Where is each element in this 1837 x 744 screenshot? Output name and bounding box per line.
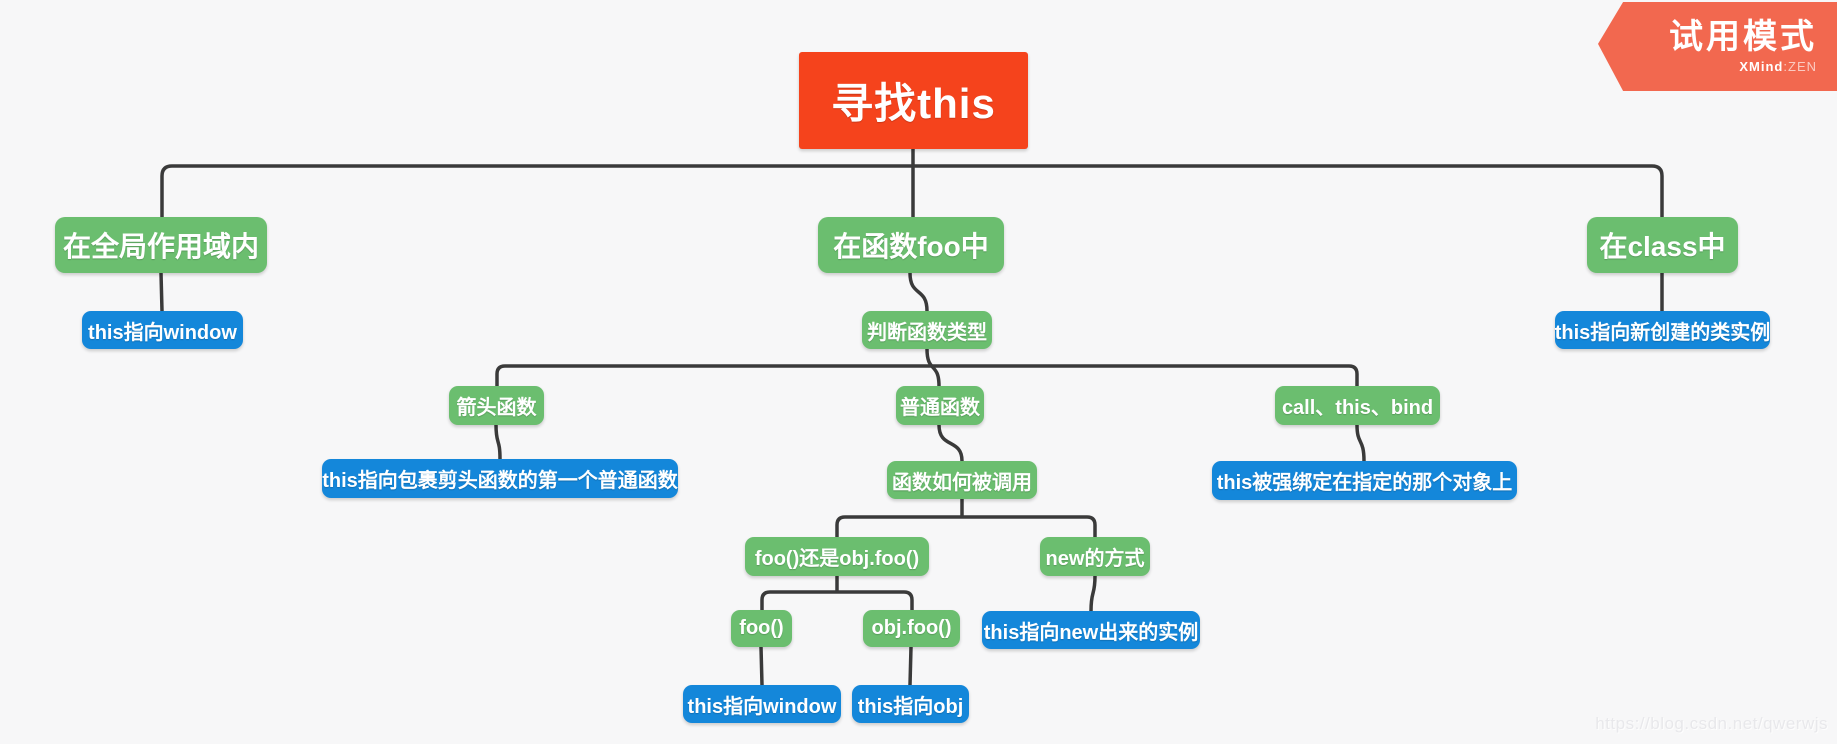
topic-judge-function-type[interactable]: 判断函数类型: [862, 311, 992, 349]
trial-mode-ribbon[interactable]: 试用模式 XMind:ZEN: [1598, 2, 1837, 91]
brand-zen: ZEN: [1788, 58, 1817, 74]
xmind-zen-logo: XMind:ZEN: [1739, 59, 1817, 74]
topic-this-points-class-instance[interactable]: this指向新创建的类实例: [1555, 311, 1770, 349]
topic-in-class[interactable]: 在class中: [1587, 217, 1738, 273]
topic-in-function-foo[interactable]: 在函数foo中: [818, 217, 1004, 273]
topic-new-way[interactable]: new的方式: [1040, 537, 1150, 576]
brand-xmind: XMind: [1739, 58, 1784, 74]
trial-mode-label: 试用模式: [1669, 18, 1817, 57]
topic-global-scope[interactable]: 在全局作用域内: [55, 217, 267, 273]
mindmap-root-topic[interactable]: 寻找this: [799, 52, 1028, 149]
topic-foo-call-result[interactable]: this指向window: [683, 685, 841, 723]
topic-arrow-function-result[interactable]: this指向包裹剪头函数的第一个普通函数: [322, 459, 678, 498]
topic-foo-or-objfoo[interactable]: foo()还是obj.foo(): [745, 537, 929, 576]
csdn-watermark: https://blog.csdn.net/qwerwjs: [1595, 714, 1828, 733]
brand-separator: :: [1783, 58, 1788, 74]
topic-call-this-bind[interactable]: call、this、bind: [1275, 386, 1440, 425]
topic-objfoo-call-result[interactable]: this指向obj: [852, 685, 969, 723]
topic-how-function-called[interactable]: 函数如何被调用: [887, 461, 1037, 499]
topic-new-result[interactable]: this指向new出来的实例: [982, 611, 1200, 649]
topic-arrow-function[interactable]: 箭头函数: [449, 386, 544, 425]
topic-this-points-window[interactable]: this指向window: [82, 311, 243, 349]
topic-normal-function[interactable]: 普通函数: [896, 386, 984, 425]
topic-foo-call[interactable]: foo(): [731, 610, 792, 647]
topic-bind-result[interactable]: this被强绑定在指定的那个对象上: [1212, 461, 1517, 500]
topic-objfoo-call[interactable]: obj.foo(): [863, 610, 960, 647]
